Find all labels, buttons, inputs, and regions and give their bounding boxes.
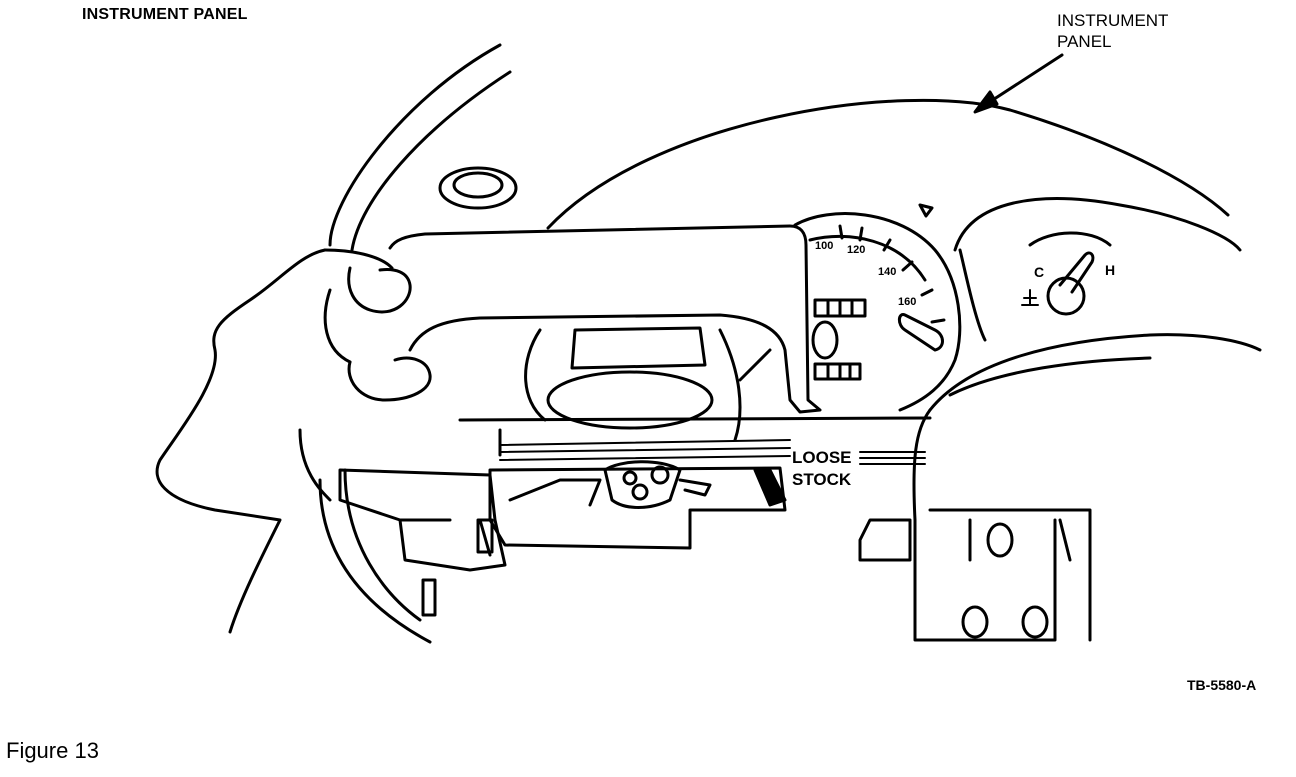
lower-left-bracket [338,468,507,572]
figure-caption: Figure 13 [6,738,99,763]
speedo-tick-100: 100 [815,240,834,252]
temperature-pivot [1046,276,1086,316]
steering-wheel-rim [328,43,502,247]
vent-knob [438,166,518,210]
speedometer-bezel [793,212,962,412]
lock-cylinder [603,460,682,509]
lower-right-panel [912,408,1057,642]
hand [155,248,327,634]
instrument-panel-callout: INSTRUMENT PANEL [1057,11,1169,51]
cluster-opening-oval [546,370,714,430]
indicator-bar-lower [813,362,862,381]
loose-stock-marker [753,468,787,507]
heading-label: INSTRUMENT PANEL [82,6,248,23]
temp-low-label: C [1034,264,1045,280]
drawing-code: TB-5580-A [1187,677,1257,693]
temperature-gauge-bezel [953,197,1242,252]
speedo-tick-140: 140 [878,266,897,278]
speedometer-needle [897,313,944,352]
cluster-opening-upper [570,326,707,370]
loose-label-line1: LOOSE [792,448,852,467]
instrument-panel-outline [546,98,1230,230]
speedo-tick-120: 120 [847,244,866,256]
loose-stock-label: LOOSE STOCK [792,447,852,491]
column-shroud [388,224,822,414]
steering-column [458,416,932,422]
temp-high-label: H [1105,262,1116,278]
temperature-needle [1058,251,1095,294]
loose-label-line2: STOCK [792,470,852,489]
speedo-tick-160: 160 [898,296,917,308]
callout-arrow [983,53,1064,107]
